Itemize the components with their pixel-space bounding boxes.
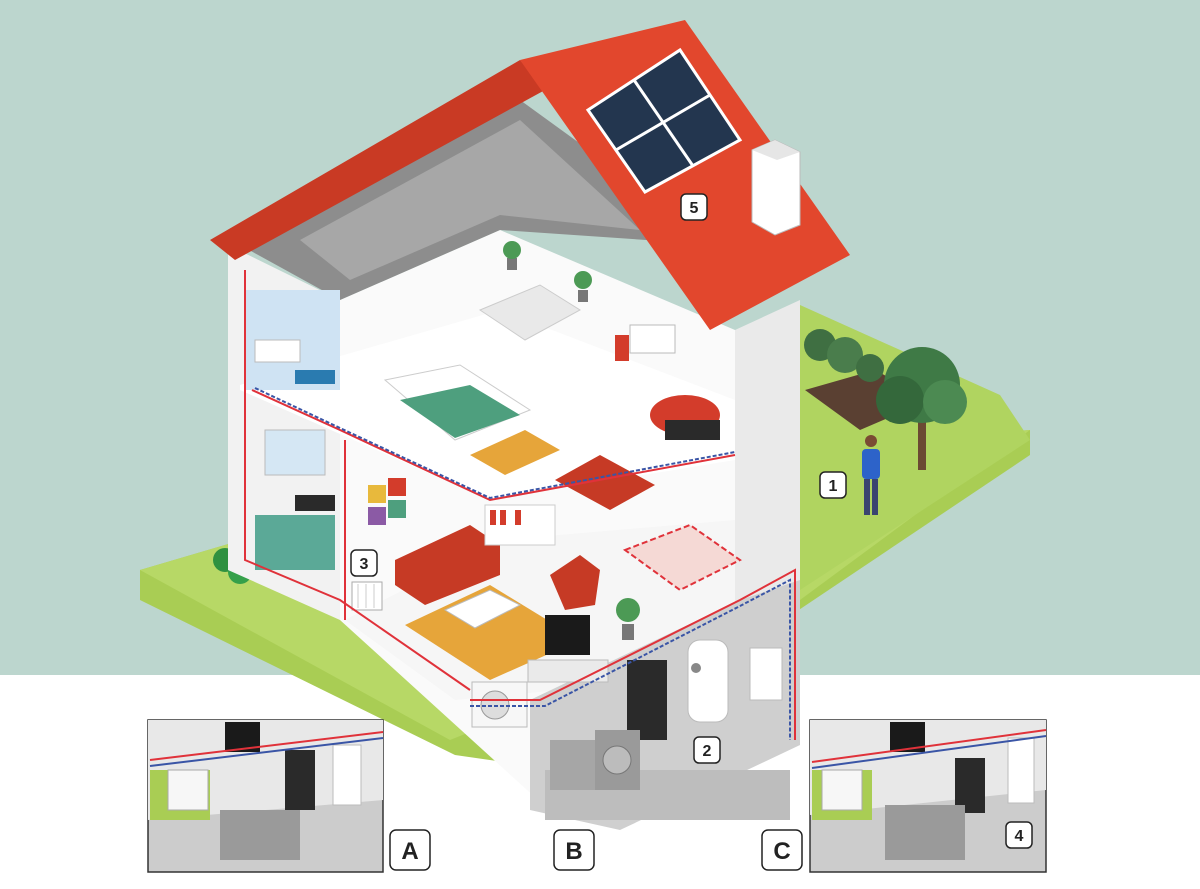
coffee-table — [443, 589, 522, 629]
kitchen-window — [264, 429, 326, 476]
callout-4-label: 4 — [1015, 828, 1024, 845]
wall-art — [368, 478, 406, 525]
kitchen-counter — [255, 515, 335, 570]
callout-5: 5 — [680, 193, 708, 221]
tree-icon — [876, 347, 967, 470]
inset-b-badge: B — [553, 829, 595, 871]
roof-left — [210, 60, 545, 260]
plant-icon — [503, 241, 640, 640]
inset-c-label: C — [773, 838, 790, 865]
callout-3-label: 3 — [360, 556, 369, 573]
person-icon — [862, 435, 880, 515]
inset-c — [809, 719, 1047, 873]
inset-a-label: A — [401, 838, 418, 865]
radiator-icon — [351, 581, 383, 611]
inset-b-label: B — [565, 838, 582, 865]
boiler-icon — [749, 647, 783, 701]
side-table — [665, 420, 720, 440]
callout-2-label: 2 — [703, 743, 712, 760]
bedroom-rug — [470, 430, 560, 475]
washing-machine-icon — [550, 730, 640, 790]
office-chair — [615, 335, 629, 361]
sofa-icon — [395, 525, 500, 605]
cooktop — [295, 495, 335, 511]
callout-3: 3 — [350, 549, 378, 577]
attic-beams — [300, 120, 640, 280]
armchair — [550, 555, 600, 610]
bathtub — [254, 339, 301, 363]
bath-mat — [295, 370, 335, 384]
callout-5-label: 5 — [690, 200, 699, 217]
door — [627, 660, 667, 740]
callout-2: 2 — [693, 736, 721, 764]
heating-pipes — [244, 270, 796, 740]
inset-c-badge: C — [761, 829, 803, 871]
callout-1: 1 — [819, 471, 847, 499]
underfloor-heating — [622, 523, 742, 592]
dining-table — [555, 455, 655, 510]
heat-pump-icon — [471, 681, 528, 728]
solar-panel-icon — [585, 47, 743, 194]
stairs — [478, 284, 581, 341]
chimney-icon — [751, 139, 801, 236]
inset-a — [147, 719, 384, 873]
roof-right — [520, 20, 850, 330]
bed-icon — [383, 364, 532, 441]
desk — [629, 324, 676, 354]
inset-a-badge: A — [389, 829, 431, 871]
callout-1-label: 1 — [829, 478, 838, 495]
water-tank-icon — [687, 639, 729, 723]
bookshelf — [484, 504, 556, 546]
callout-4: 4 — [1005, 821, 1033, 849]
